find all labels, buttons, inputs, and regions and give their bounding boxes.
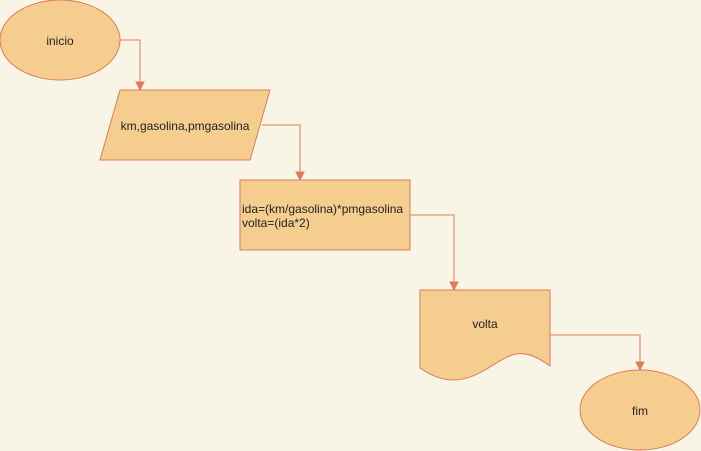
edge-input-to-process <box>262 124 301 174</box>
input-parallelogram <box>99 89 271 161</box>
end-ellipse <box>579 369 701 451</box>
node-start[interactable]: inicio <box>0 0 121 81</box>
node-output[interactable]: volta <box>419 289 551 381</box>
arrowhead-output-to-end <box>635 361 645 372</box>
input-label: km,gasolina,pmgasolina <box>121 119 250 133</box>
arrowhead-process-to-output <box>449 281 459 292</box>
arrowhead-input-to-process <box>295 171 305 182</box>
output-document-shape <box>419 289 551 381</box>
node-end[interactable]: fim <box>579 369 701 451</box>
node-input[interactable]: km,gasolina,pmgasolina <box>99 89 271 161</box>
output-label: volta <box>472 317 498 331</box>
process-line-1: ida=(km/gasolina)*pmgasolina <box>242 202 403 216</box>
node-process[interactable]: ida=(km/gasolina)*pmgasolina volta=(ida*… <box>239 179 411 251</box>
process-rect <box>239 179 411 251</box>
start-label: inicio <box>46 34 74 48</box>
end-label: fim <box>632 404 648 418</box>
edge-output-to-end <box>550 334 641 364</box>
edge-start-to-input <box>120 39 141 84</box>
arrowhead-start-to-input <box>135 81 145 92</box>
process-line-2: volta=(ida*2) <box>242 216 310 230</box>
start-ellipse <box>0 0 121 81</box>
flow-edges <box>120 39 645 372</box>
edge-process-to-output <box>410 214 455 284</box>
